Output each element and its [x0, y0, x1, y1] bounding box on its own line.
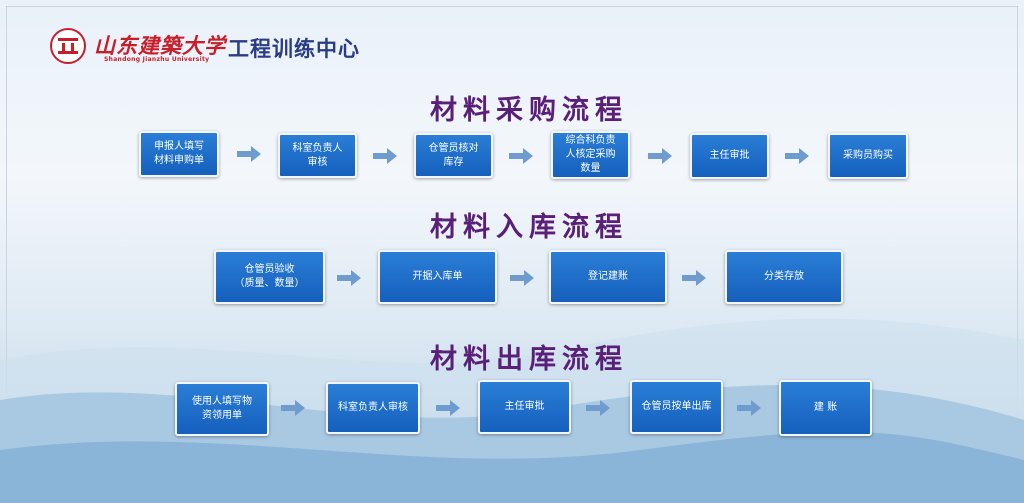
arrow-icon: [682, 270, 706, 286]
inbound-step-3: 登记建账: [549, 250, 667, 304]
arrow-icon: [436, 400, 460, 416]
arrow-icon: [510, 270, 534, 286]
procurement-step-3: 仓管员核对 库存: [414, 133, 493, 178]
procurement-step-5: 主任审批: [690, 133, 769, 179]
university-logo: [50, 28, 86, 64]
section-title-outbound: 材料出库流程: [430, 344, 628, 375]
arrow-icon: [337, 270, 361, 286]
university-name: 山东建築大学: [94, 33, 226, 58]
outbound-step-3: 主任审批: [478, 380, 571, 434]
arrow-icon: [281, 400, 305, 416]
inbound-step-4: 分类存放: [725, 250, 843, 304]
procurement-step-4: 综合科负责 人核定采购 数量: [551, 131, 630, 179]
arrow-icon: [237, 146, 261, 162]
center-name: 工程训练中心: [228, 37, 360, 61]
arrow-icon: [509, 148, 533, 164]
arrow-icon: [785, 148, 809, 164]
section-title-inbound: 材料入库流程: [430, 212, 628, 243]
arrow-icon: [586, 400, 610, 416]
procurement-step-1: 申报人填写 材料申购单: [139, 131, 219, 177]
arrow-icon: [373, 148, 397, 164]
outbound-step-1: 使用人填写物 资领用单: [175, 382, 269, 436]
arrow-icon: [737, 400, 761, 416]
outbound-step-2: 科室负责人审核: [326, 382, 420, 434]
procurement-step-2: 科室负责人 审核: [278, 133, 357, 178]
outbound-step-4: 仓管员按单出库: [630, 380, 723, 434]
inbound-step-2: 开据入库单: [378, 250, 497, 304]
university-name-en: Shandong Jianzhu University: [104, 56, 210, 63]
outbound-step-5: 建 账: [779, 380, 872, 436]
section-title-procurement: 材料采购流程: [430, 95, 628, 126]
procurement-step-6: 采购员购买: [828, 133, 908, 179]
inbound-step-1: 仓管员验收 （质量、数量）: [214, 250, 325, 304]
arrow-icon: [648, 148, 672, 164]
